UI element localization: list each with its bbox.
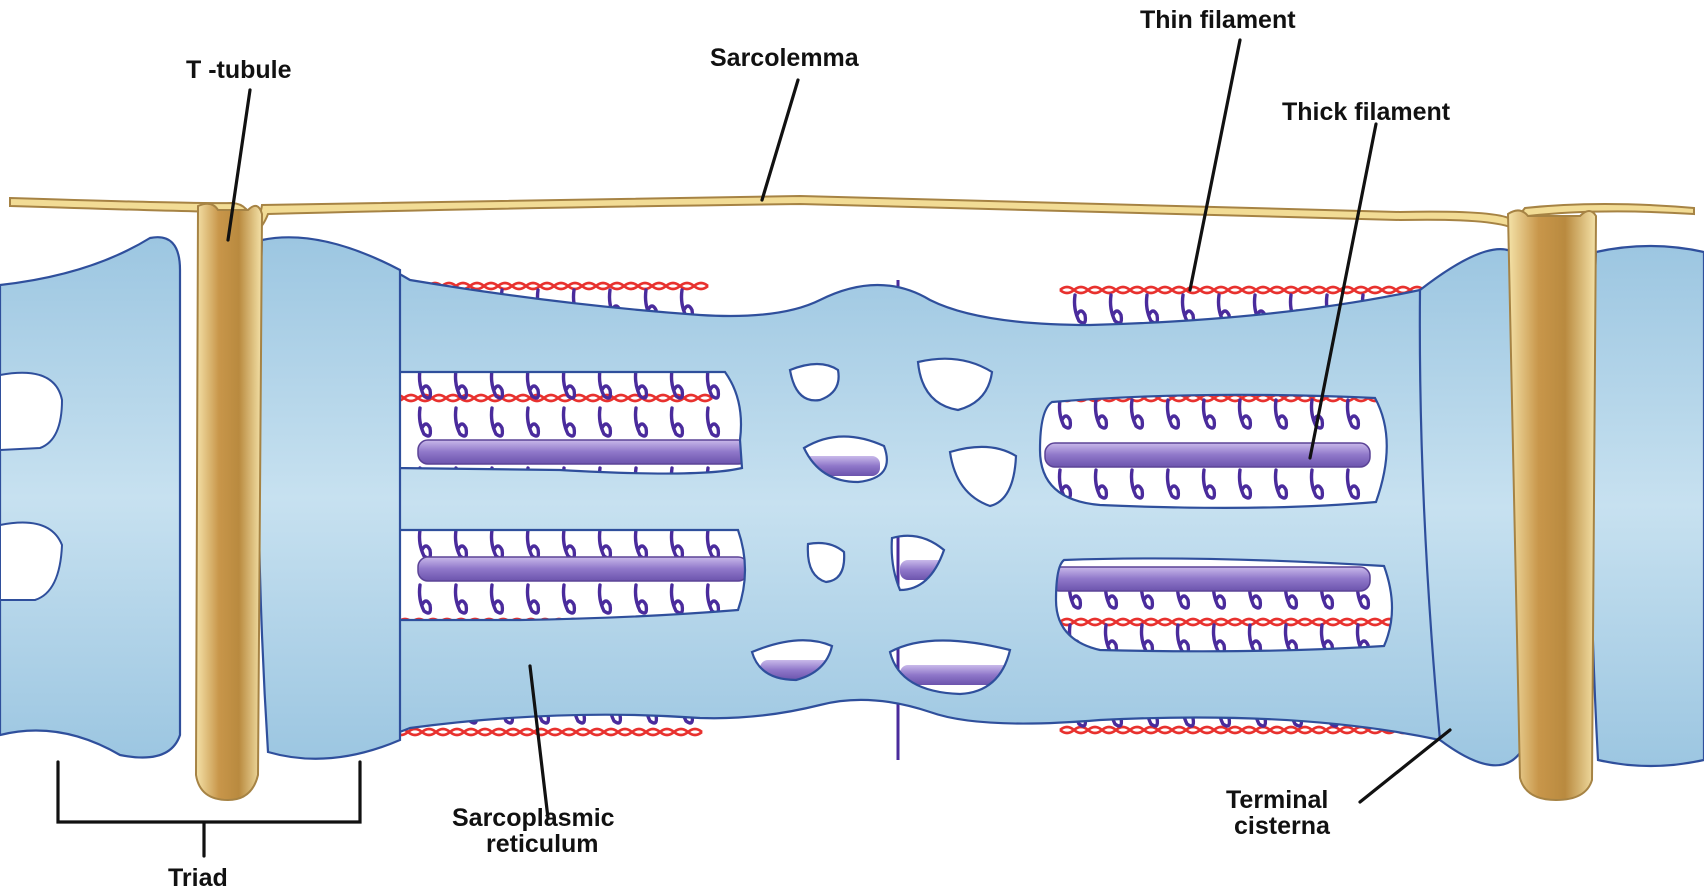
myosin-head (1075, 295, 1086, 323)
myosin-head (636, 530, 647, 558)
myosin-head (528, 585, 539, 613)
myosin-head (708, 530, 719, 558)
myosin-head (1250, 625, 1261, 653)
myosin-head (1204, 470, 1215, 498)
myosin-head (708, 585, 719, 613)
left-terminal-cisterna (0, 237, 180, 757)
myosin-head (564, 370, 575, 398)
thick-filament-rod (1045, 443, 1370, 467)
myosin-head (492, 370, 503, 398)
myosin-head (1276, 470, 1287, 498)
thick-filament-rod (418, 440, 748, 464)
myosin-head (456, 370, 467, 398)
leader-thin-filament (1190, 40, 1240, 290)
thin-filament-strand (390, 398, 712, 401)
myosin-head (564, 530, 575, 558)
sarcoplasmic-reticulum-network (272, 247, 1522, 759)
myosin-head (564, 408, 575, 436)
myosin-head (708, 408, 719, 436)
myosin-head (1147, 295, 1158, 323)
terminal-cisterna-right (1420, 249, 1522, 765)
t-tubule-left (196, 204, 262, 800)
myosin-head (1204, 400, 1215, 428)
myosin-head (1132, 470, 1143, 498)
myosin-head (1178, 625, 1189, 653)
myosin-head (492, 585, 503, 613)
terminal-cisterna-left (258, 237, 400, 758)
myosin-head (528, 408, 539, 436)
leader-terminal-cisterna (1360, 730, 1450, 802)
myosin-head (672, 585, 683, 613)
myosin-head (456, 585, 467, 613)
thin-filament-strand (1060, 290, 1438, 293)
myosin-head (1168, 470, 1179, 498)
myosin-head (1240, 400, 1251, 428)
label-sarcolemma: Sarcolemma (710, 44, 860, 72)
myosin-head (600, 370, 611, 398)
myosin-head (1106, 625, 1117, 653)
myosin-head (1111, 295, 1122, 323)
myosin-head (564, 585, 575, 613)
label-thick-filament: Thick filament (1282, 98, 1451, 126)
myosin-head (1240, 470, 1251, 498)
t-tubule-right (1508, 210, 1596, 800)
thick-filament-rod (1050, 567, 1370, 591)
myosin-head (1168, 400, 1179, 428)
myosin-head (1060, 400, 1071, 428)
myosin-head (420, 408, 431, 436)
label-t-tubule: T -tubule (186, 56, 292, 84)
label-triad: Triad (168, 864, 228, 892)
myosin-head (528, 370, 539, 398)
myosin-head (420, 585, 431, 613)
myosin-head (1276, 400, 1287, 428)
myosin-head (1142, 625, 1153, 653)
myosin-head (1214, 625, 1225, 653)
myosin-head (1348, 470, 1359, 498)
myosin-head (636, 585, 647, 613)
myosin-head (636, 408, 647, 436)
myosin-head (672, 408, 683, 436)
right-edge-reticulum (1590, 246, 1704, 766)
thin-filament-strand (380, 729, 702, 732)
myosin-head (636, 370, 647, 398)
thin-filament-strand (1060, 619, 1410, 622)
myosin-head (420, 530, 431, 558)
thin-filament-strand (380, 732, 702, 735)
left-cisterna-opening (0, 373, 62, 450)
thin-filament (390, 395, 712, 401)
label-thin-filament: Thin filament (1140, 6, 1296, 34)
myosin-head (1286, 625, 1297, 653)
myosin-head (672, 530, 683, 558)
myosin-head (1312, 470, 1323, 498)
thin-filament-strand (390, 395, 712, 398)
myosin-head (492, 408, 503, 436)
myosin-head (456, 530, 467, 558)
thin-filament (1060, 287, 1438, 293)
label-terminal-cisterna-line1: Terminal (1226, 786, 1328, 814)
myosin-head (1183, 295, 1194, 323)
myosin-head (1132, 400, 1143, 428)
thick-filament-rod (418, 557, 748, 581)
myosin-head (600, 530, 611, 558)
label-terminal-cisterna-line2: cisterna (1234, 812, 1331, 840)
myosin-head (528, 530, 539, 558)
myosin-head (1348, 400, 1359, 428)
thin-filament (380, 729, 702, 735)
myosin-head (456, 408, 467, 436)
myosin-head (600, 585, 611, 613)
myosin-head (1096, 400, 1107, 428)
label-sarcoplasmic-reticulum-line2: reticulum (486, 830, 599, 858)
myosin-head (492, 530, 503, 558)
myosin-head (708, 370, 719, 398)
leader-sarcolemma (762, 80, 798, 200)
myosin-head (1096, 470, 1107, 498)
label-sarcoplasmic-reticulum-line1: Sarcoplasmic (452, 804, 615, 832)
myosin-head (600, 408, 611, 436)
